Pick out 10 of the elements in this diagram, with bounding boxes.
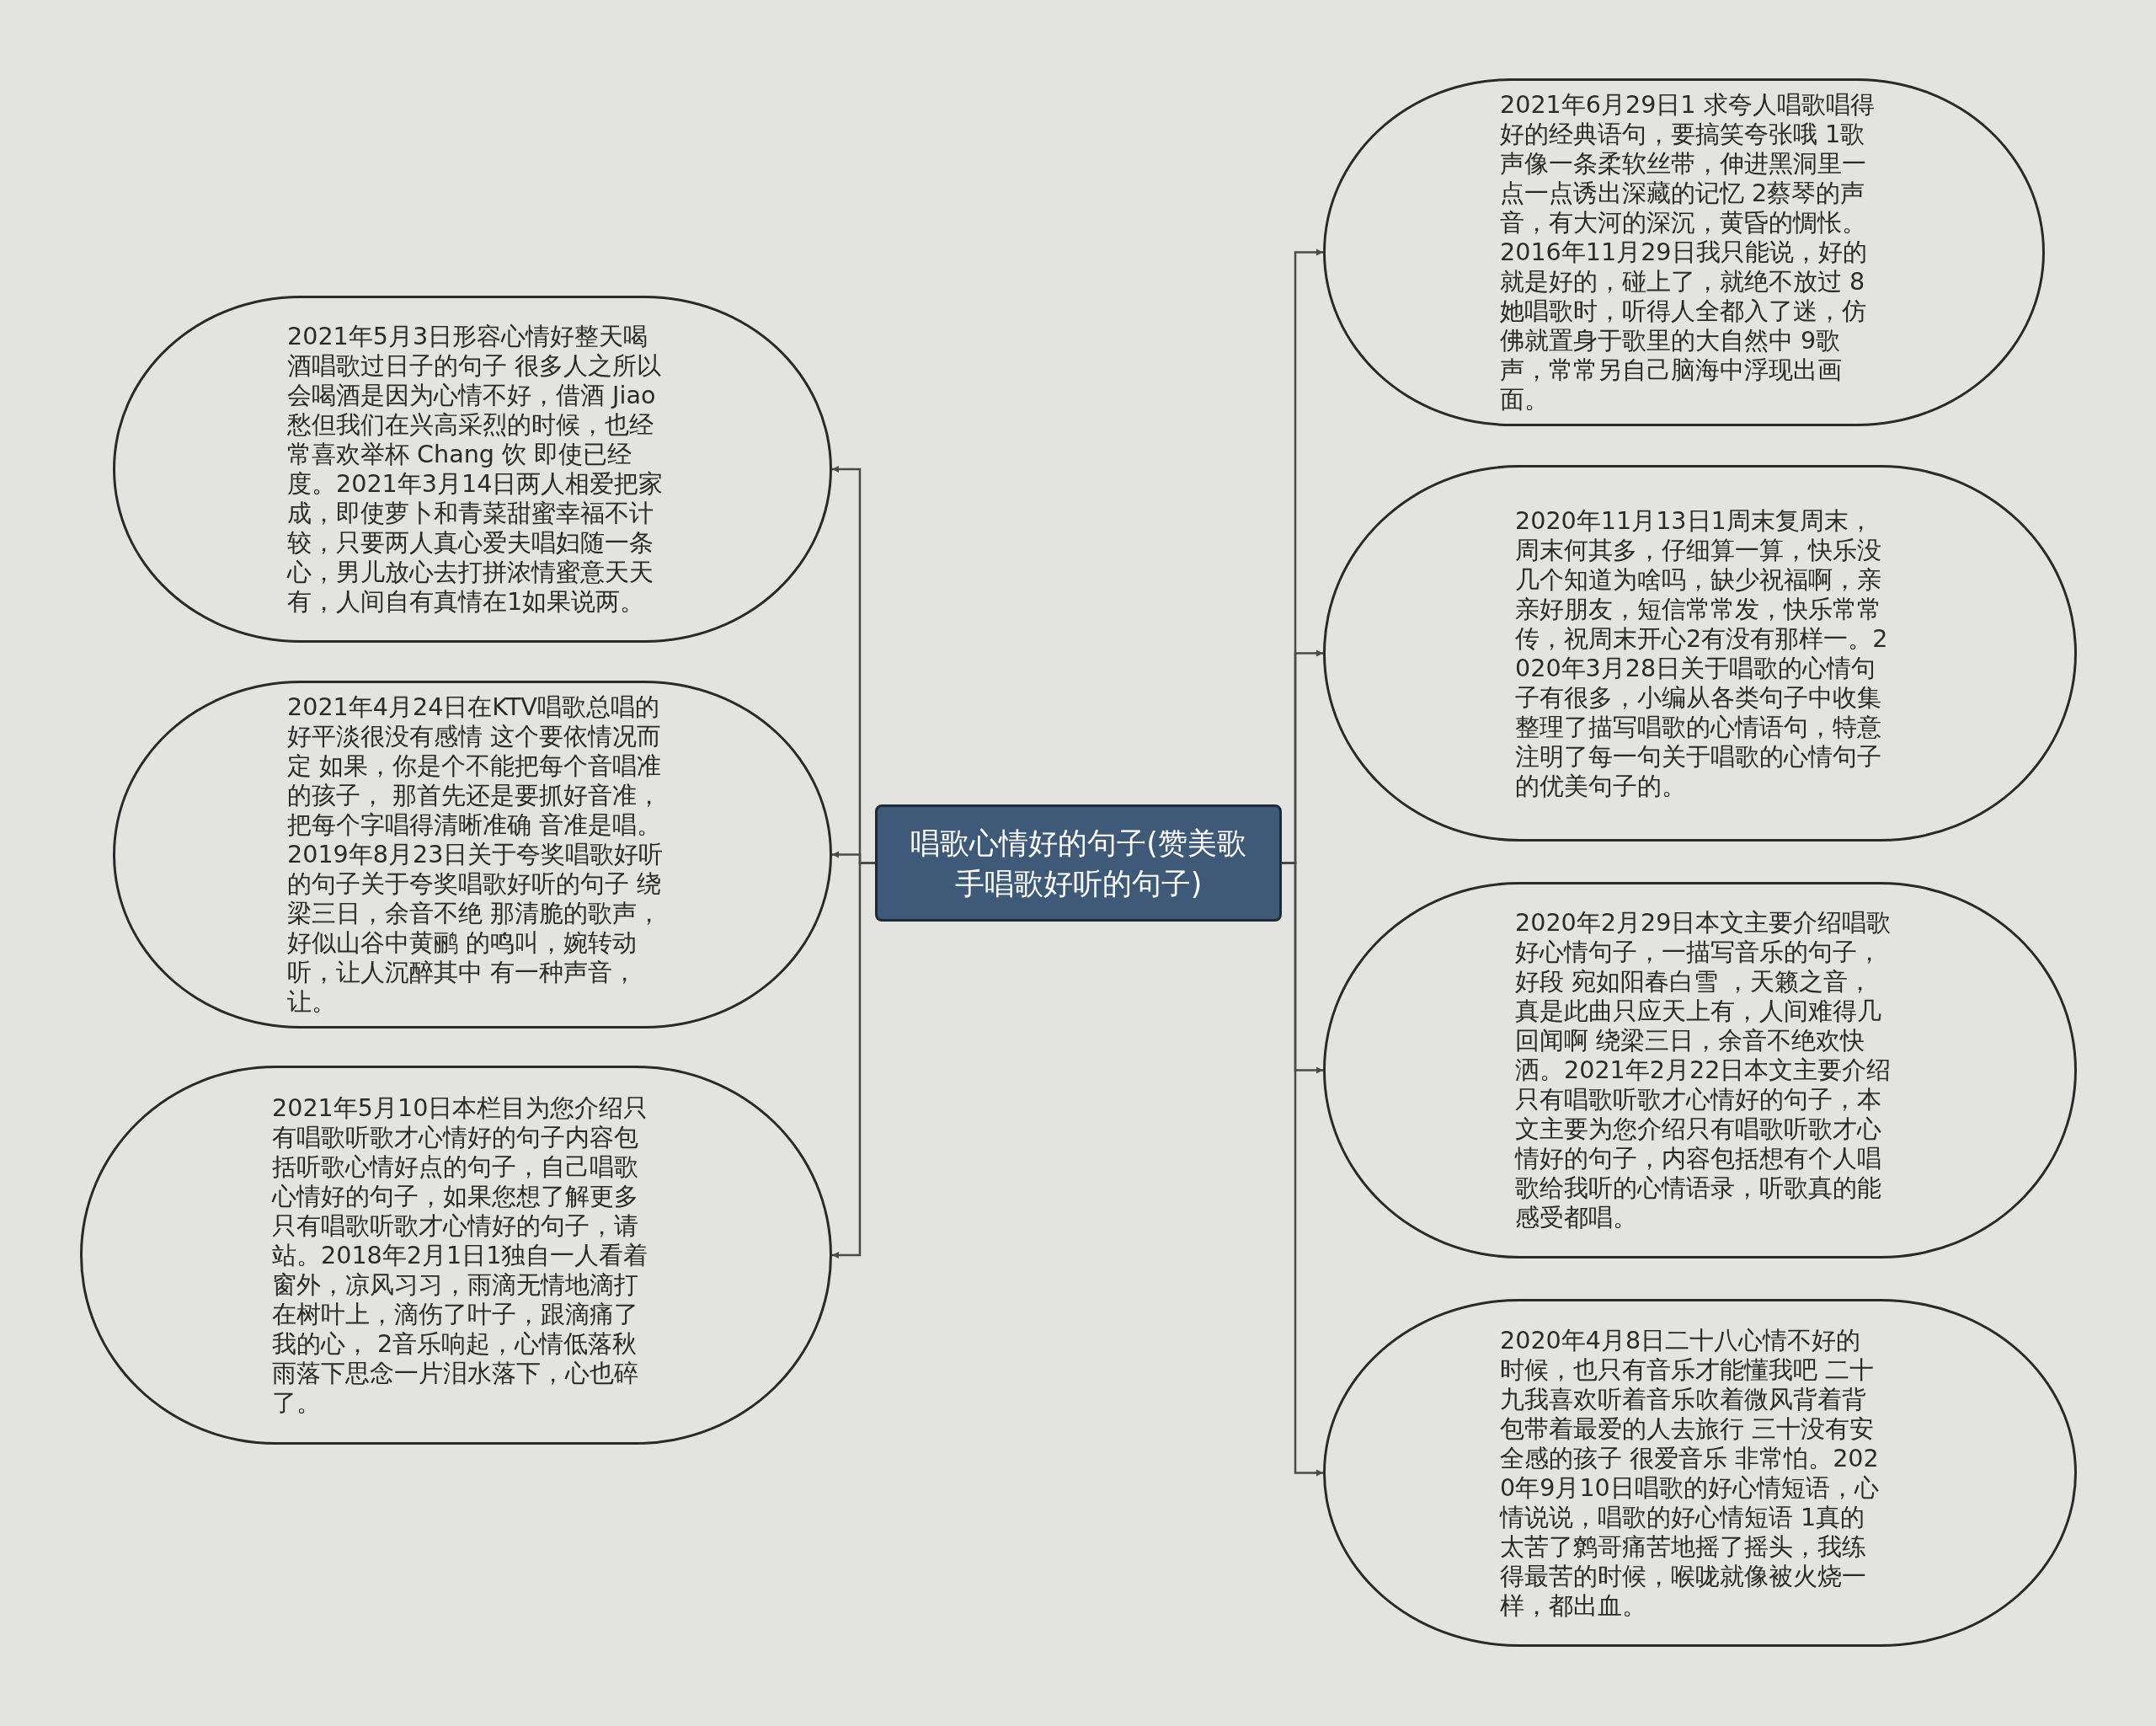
connector-arrow xyxy=(832,862,875,1258)
bubble-text: 2020年2月29日本文主要介绍唱歌好心情句子，一描写音乐的句子，好段 宛如阳春白雪 ，天籁之音，真是此曲只应天上有，人间难得几回闻啊 绕梁三日，余音不绝欢快洒。2021年2月22日本文主要介绍只有唱歌听歌才心情好的句子，本文主要为您介绍只有唱歌听歌才心情好的句子，内容包括想有个人唱歌给我听的心情语录，听歌真的能感受都唱。 xyxy=(1515,908,1892,1232)
bubble-text: 2020年11月13日1周末复周末，周末何其多，仔细算一算，快乐没几个知道为啥吗，缺少祝福啊，亲亲好朋友，短信常常发，快乐常常传，祝周末开心2有没有那样一。2020年3月28日关于唱歌的心情句子有很多，小编从各类句子中收集整理了描写唱歌的心情语句，特意注明了每一句关于唱歌的心情句子的优美句子的。 xyxy=(1515,505,1889,801)
topic-title: 唱歌心情好的句子(赞美歌手唱歌好听的句子) xyxy=(910,825,1247,902)
bubble-text: 2020年4月8日二十八心情不好的时候，也只有音乐才能懂我吧 二十九我喜欢听着音乐吹着微风背着背包带着最爱的人去旅行 三十没有安全感的孩子 很爱音乐 非常怕。2020年9月10日唱歌的好心情短语，心情说说，唱歌的好心情短语 1真的太苦了鹩哥痛苦地摇了摇头，我练得最苦的时候，喉咙就像被火烧一样，都出血。 xyxy=(1500,1325,1879,1621)
bubble-text: 2021年6月29日1 求夸人唱歌唱得好的经典语句，要搞笑夸张哦 1歌声像一条柔软丝带，伸进黑洞里一点一点诱出深藏的记忆 2蔡琴的声音，有大河的深沉，黄昏的惆怅。2016年11月29日我只能说，好的就是好的，碰上了，就绝不放过 8她唱歌时，听得人全都入了迷，仿佛就置身于歌里的大自然中 9歌声，常常另自己脑海中浮现出画面。 xyxy=(1500,90,1876,414)
bubble-text: 2021年4月24日在KTV唱歌总唱的好平淡很没有感情 这个要依情况而定 如果，你是个不能把每个音唱准的孩子， 那首先还是要抓好音准，把每个字唱得清晰准确 音准是唱。2019年8月23日关于夸奖唱歌好听的句子关于夸奖唱歌好听的句子 绕梁三日，余音不绝 那清脆的歌声，好似山谷中黄鹂 的鸣叫，婉转动听，让人沉醉其中 有一种声音，让。 xyxy=(287,692,664,1017)
bubble-text: 2021年5月3日形容心情好整天喝酒唱歌过日子的句子 很多人之所以会喝酒是因为心情不好，借酒 Jiao 愁但我们在兴高采烈的时候，也经常喜欢举杯 Chang 饮 即使已经度。2021年3月14日两人相爱把家成，即使萝卜和青菜甜蜜幸福不计较，只要两人真心爱夫唱妇随一条心，男儿放心去打拼浓情蜜意天天有，人间自有真情在1如果说两。 xyxy=(287,322,664,617)
central-topic-box xyxy=(875,804,1282,922)
bubble-text: 2021年5月10日本栏目为您介绍只有唱歌听歌才心情好的句子内容包括听歌心情好点的句子，自己唱歌心情好的句子，如果您想了解更多只有唱歌听歌才心情好的句子，请站。2018年2月1日1独自一人看着窗外，凉风习习，雨滴无情地滴打在树叶上，滴伤了叶子，跟滴痛了我的心， 2音乐响起，心情低落秋雨落下思念一片泪水落下，心也碎了。 xyxy=(272,1093,649,1418)
